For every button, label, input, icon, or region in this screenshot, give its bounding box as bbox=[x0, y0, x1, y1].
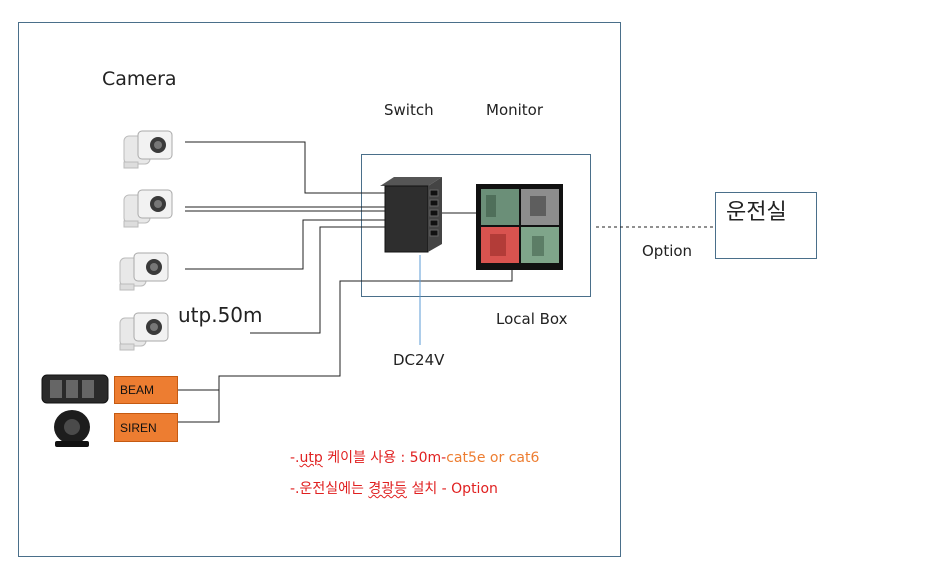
note-1-mid: 케이블 사용 : 50m- bbox=[322, 450, 447, 466]
note-1-prefix: -. bbox=[290, 450, 300, 466]
note-1-utp: utp bbox=[299, 450, 323, 466]
cable-camera-3 bbox=[185, 219, 385, 270]
beam-light-device bbox=[41, 374, 109, 404]
camera-3 bbox=[119, 252, 169, 291]
outer-frame bbox=[18, 22, 621, 557]
dc24v-label: DC24V bbox=[393, 351, 445, 369]
camera-4 bbox=[119, 312, 169, 351]
utp-label: utp.50m bbox=[178, 303, 263, 327]
monitor-label: Monitor bbox=[486, 101, 544, 119]
siren-device bbox=[54, 410, 90, 447]
camera-1 bbox=[123, 130, 173, 169]
camera-2 bbox=[123, 189, 173, 228]
siren-tag: SIREN bbox=[114, 413, 178, 442]
note-utp-cable: -.utp 케이블 사용 : 50m-cat5e or cat6 bbox=[290, 447, 539, 467]
local-box bbox=[361, 154, 591, 297]
cable-camera-1 bbox=[185, 141, 385, 194]
note-1-cat: cat5e or cat6 bbox=[446, 450, 540, 466]
control-room-label: 운전실 bbox=[726, 200, 787, 225]
network-switch bbox=[380, 177, 442, 253]
option-label: Option bbox=[642, 242, 693, 260]
switch-label: Switch bbox=[384, 101, 434, 119]
monitor-device bbox=[476, 184, 563, 270]
cable-beam-siren bbox=[178, 268, 513, 391]
camera-cables bbox=[178, 141, 513, 423]
beam-tag: BEAM bbox=[114, 376, 178, 404]
control-room-box bbox=[715, 192, 817, 259]
note-2-prefix: -.운전실에는 bbox=[290, 481, 369, 497]
note-2-warning-light: 경광등 bbox=[368, 481, 407, 497]
local-box-label: Local Box bbox=[496, 310, 568, 328]
cable-siren bbox=[178, 390, 220, 423]
camera-label: Camera bbox=[102, 68, 177, 90]
note-2-suffix: 설치 - Option bbox=[407, 481, 498, 497]
note-control-room: -.운전실에는 경광등 설치 - Option bbox=[290, 478, 498, 498]
cable-camera-4 bbox=[250, 226, 385, 334]
